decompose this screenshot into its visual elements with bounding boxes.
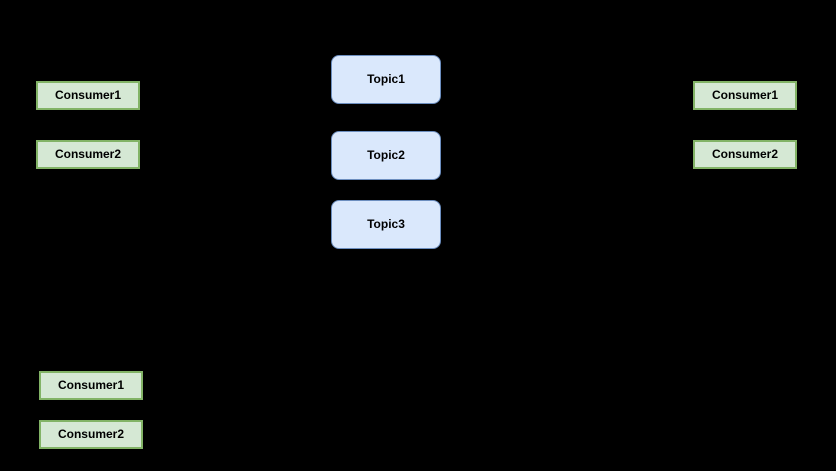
right-consumer2-label: Consumer2 (711, 146, 779, 161)
topic2-label: Topic2 (367, 147, 405, 162)
topic3-node: Topic3 (331, 200, 441, 249)
bottom-consumer1-node: Consumer1 (39, 371, 143, 400)
topic1-label: Topic1 (367, 71, 405, 86)
topic2-node: Topic2 (331, 131, 441, 180)
bottom-consumer1-label: Consumer1 (57, 377, 125, 392)
left-consumer2-label: Consumer2 (54, 146, 122, 161)
right-consumer2-node: Consumer2 (693, 140, 797, 169)
bottom-consumer2-label: Consumer2 (57, 426, 125, 441)
right-consumer1-label: Consumer1 (711, 87, 779, 102)
left-consumer1-node: Consumer1 (36, 81, 140, 110)
right-consumer1-node: Consumer1 (693, 81, 797, 110)
left-consumer1-label: Consumer1 (54, 87, 122, 102)
topic1-node: Topic1 (331, 55, 441, 104)
topic3-label: Topic3 (367, 216, 405, 231)
bottom-consumer2-node: Consumer2 (39, 420, 143, 449)
left-consumer2-node: Consumer2 (36, 140, 140, 169)
